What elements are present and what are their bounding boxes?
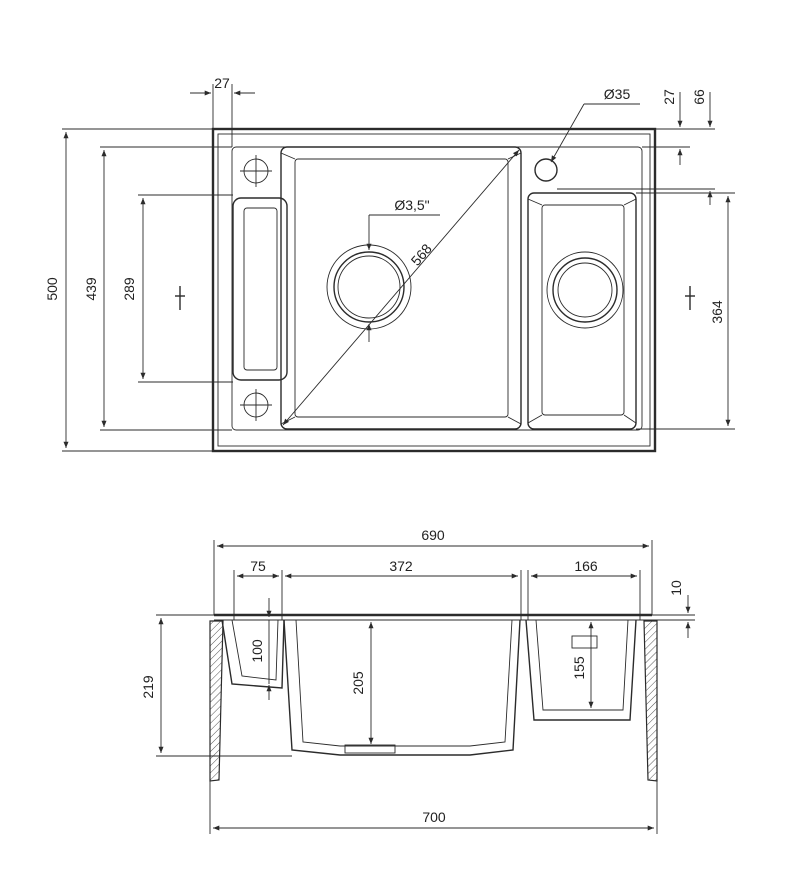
dim-main-bowl-width: 372 <box>389 558 413 574</box>
dim-overall-width: 700 <box>422 809 446 825</box>
cabinet-wall-right <box>643 620 658 782</box>
dim-tap-offset: 27 <box>214 75 230 91</box>
cabinet-wall-left <box>209 620 224 782</box>
small-bowl-outlet-section <box>571 635 598 649</box>
dim-overall-height: 219 <box>140 675 156 699</box>
dim-tap-hole: Ø35 <box>604 86 631 102</box>
dim-diagonal: 568 <box>408 240 436 268</box>
dim-waste-size: Ø3,5" <box>394 197 429 213</box>
small-bowl-waste <box>546 251 624 329</box>
drainer-slot <box>232 197 288 381</box>
dim-small-bowl-depth: 155 <box>571 656 587 680</box>
dim-inner-depth: 439 <box>83 277 99 301</box>
tap-hole-icon <box>534 158 558 182</box>
section-marker-left <box>175 286 185 310</box>
small-bowl-section <box>525 619 637 721</box>
dim-overall-depth: 500 <box>44 277 60 301</box>
dim-drainer-height: 100 <box>249 639 265 663</box>
dim-drainer-width: 75 <box>250 558 266 574</box>
dim-drainer-length: 289 <box>121 277 137 301</box>
dim-top-offset-b: 66 <box>691 89 707 105</box>
sink-outer-outline <box>211 127 657 453</box>
dim-small-bowl-length: 364 <box>709 300 725 324</box>
dim-small-bowl-width: 166 <box>574 558 598 574</box>
section-marker-right <box>685 286 695 310</box>
main-bowl-outer <box>280 146 522 430</box>
section-view: 690 75 372 166 10 219 100 205 15 <box>140 527 695 834</box>
main-bowl-section <box>283 619 521 756</box>
top-view: 500 439 289 364 27 Ø35 27 <box>44 75 735 453</box>
dim-top-offset-a: 27 <box>661 89 677 105</box>
main-bowl-waste-section <box>344 744 396 754</box>
dim-main-bowl-depth: 205 <box>350 671 366 695</box>
dim-rim-thickness: 10 <box>668 580 684 596</box>
small-bowl-inner <box>541 204 625 416</box>
small-bowl-outer <box>527 192 637 430</box>
main-bowl-waste <box>326 244 412 330</box>
sink-rim-inner <box>217 133 651 447</box>
mounting-clip-top-icon <box>240 155 272 187</box>
dim-inner-width: 690 <box>421 527 445 543</box>
mounting-clip-bottom-icon <box>240 389 272 421</box>
drainer-section <box>221 619 285 689</box>
